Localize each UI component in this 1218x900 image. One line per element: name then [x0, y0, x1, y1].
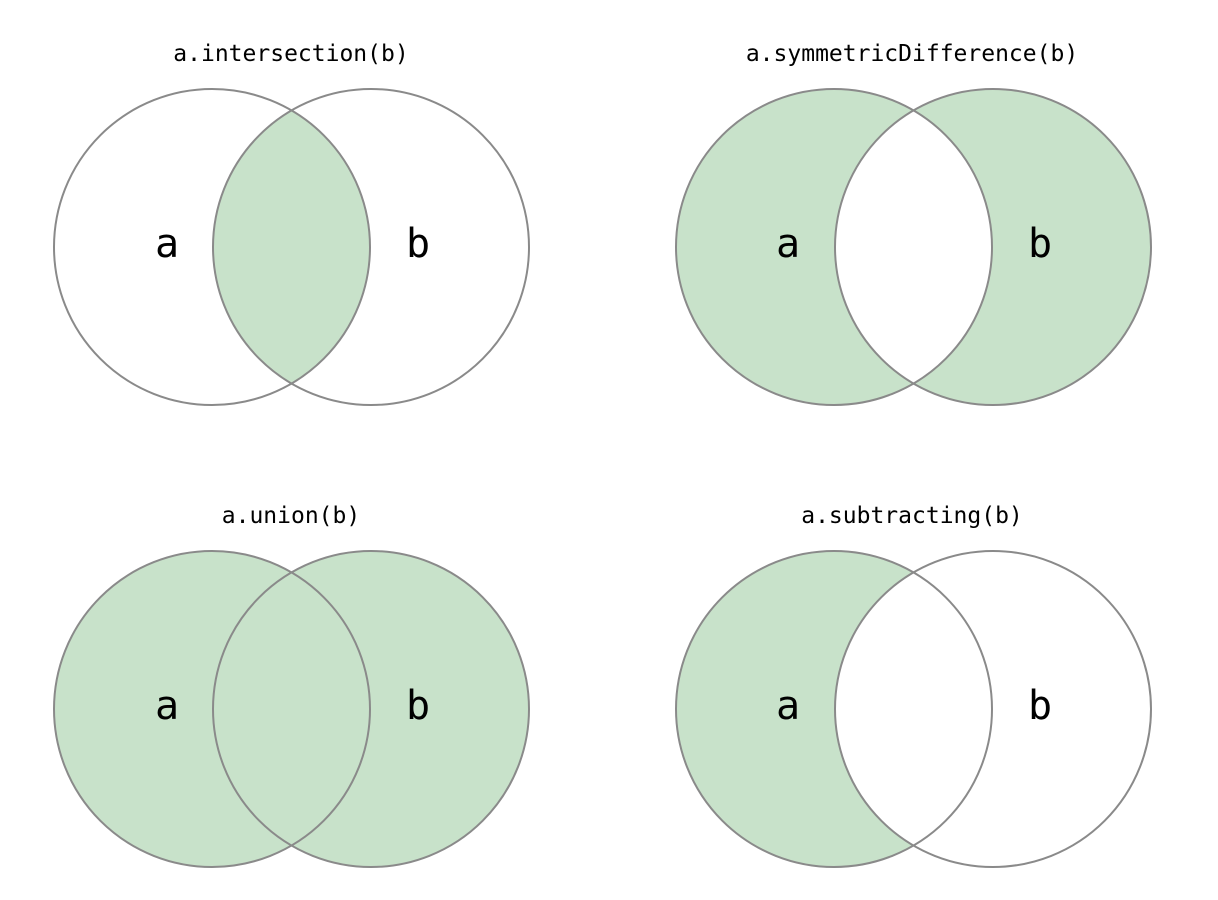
panel-title-subtracting: a.subtracting(b) — [801, 503, 1023, 529]
set-b-label: b — [1028, 221, 1052, 267]
panel-subtracting: a.subtracting(b) a b — [675, 503, 1152, 868]
set-b-label: b — [1028, 683, 1052, 729]
set-b-circle — [834, 550, 1152, 868]
set-a-circle — [53, 88, 371, 406]
set-a-circle — [675, 88, 993, 406]
panel-title-symmetric-difference: a.symmetricDifference(b) — [746, 41, 1078, 67]
panel-union: a.union(b) a b — [53, 503, 530, 868]
panel-title-intersection: a.intersection(b) — [173, 41, 408, 67]
set-b-circle — [834, 88, 1152, 406]
set-b-label: b — [406, 683, 430, 729]
set-b-circle — [212, 550, 530, 868]
panel-title-union: a.union(b) — [222, 503, 360, 529]
region-a-and-b-unshaded — [835, 551, 992, 867]
set-b-label: b — [406, 221, 430, 267]
region-a-and-b-unshaded — [835, 89, 992, 405]
set-a-circle — [53, 550, 371, 868]
region-a-and-b-shaded — [213, 89, 370, 405]
set-a-label: a — [155, 221, 179, 267]
set-a-label: a — [776, 683, 800, 729]
panel-intersection: a.intersection(b) a b — [53, 41, 530, 406]
set-a-circle — [675, 550, 993, 868]
set-a-label: a — [155, 683, 179, 729]
set-b-circle — [212, 88, 530, 406]
panel-symmetric-difference: a.symmetricDifference(b) a b — [675, 41, 1152, 406]
set-a-label: a — [776, 221, 800, 267]
